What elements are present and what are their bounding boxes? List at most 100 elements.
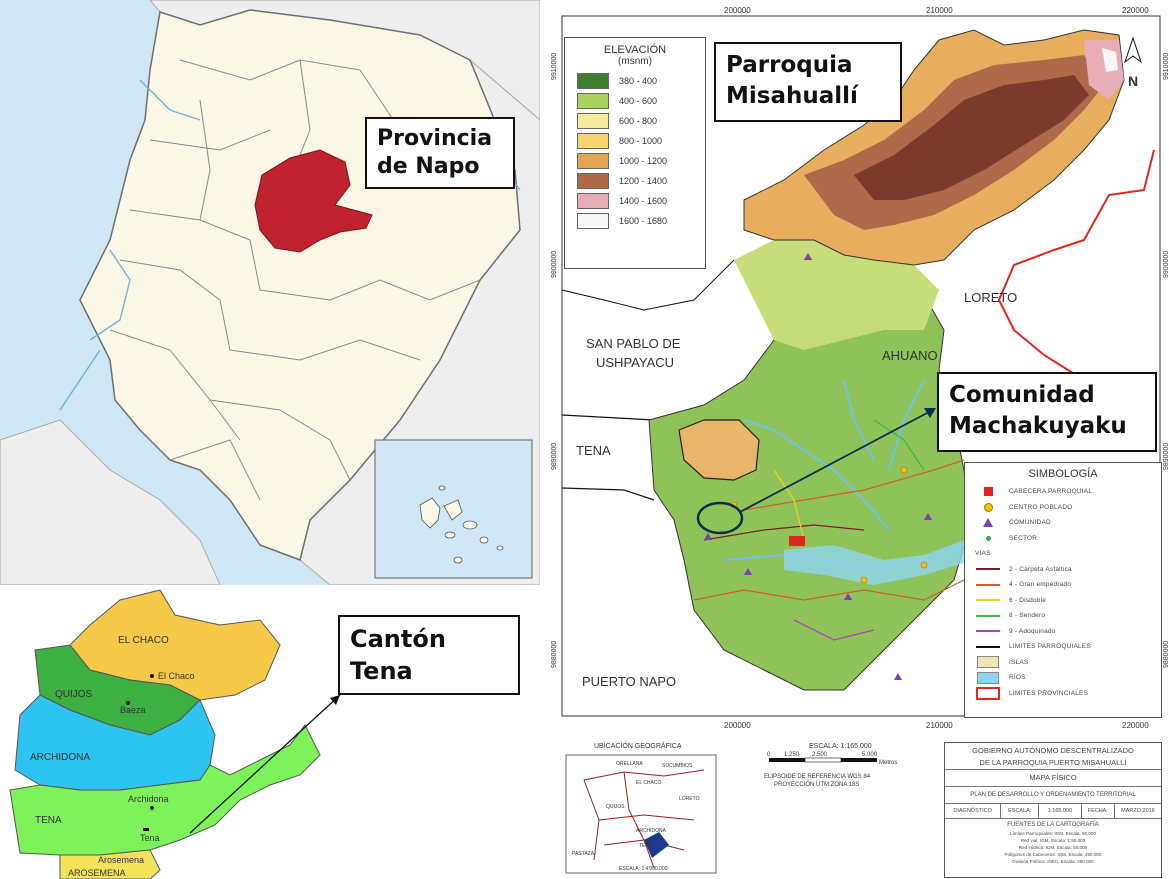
simbologia-title: SIMBOLOGÍA (1028, 468, 1098, 480)
misahualli-map-panel: 200000 210000 220000 200000 210000 22000… (544, 0, 1169, 879)
title-gov-line2: DE LA PARROQUIA PUERTO MISAHUALLÍ (979, 758, 1127, 767)
callout-provincia-de-napo: Provincia de Napo (365, 117, 515, 189)
label-puerto-napo: PUERTO NAPO (582, 674, 676, 689)
grid-top-2: 210000 (926, 6, 953, 15)
grid-top-1: 200000 (724, 6, 751, 15)
machakuyaku-ellipse (696, 501, 744, 535)
simbologia-item: RÍOS (965, 670, 1161, 686)
inset-title: UBICACIÓN GEOGRÁFICA (594, 741, 682, 750)
town-arosemena: Arosemena (98, 855, 144, 865)
town-archidona: Archidona (128, 794, 169, 804)
ecuador-map (0, 0, 540, 585)
simbologia-symbol (975, 686, 1001, 700)
scale-unit: Metros (879, 760, 897, 766)
town-tena: Tena (140, 833, 160, 843)
grid-right-1: 9910000 (1163, 53, 1169, 80)
ecuador-map-panel: Provincia de Napo (0, 0, 540, 585)
simbologia-item: 2 - Carpeta Asfáltica (965, 562, 1161, 578)
simbologia-symbol (975, 625, 1001, 637)
simbologia-symbol (975, 594, 1001, 606)
simbologia-item: CENTRO POBLADO (965, 500, 1161, 516)
datum-line2: PROYECCIÓN UTM ZONA 18S (774, 781, 859, 788)
simbologia-symbol (975, 517, 1001, 529)
sources-list: Límites Parroquiales: IGM, Escala: 50.00… (945, 830, 1161, 865)
simbologia-symbol (975, 563, 1001, 575)
inset-loreto: LORETO (679, 796, 700, 802)
title-escala-value: 1:165.000 (1039, 804, 1082, 818)
title-plan: PLAN DE DESARROLLO Y ORDENAMIENTO TERRIT… (945, 787, 1161, 804)
simbologia-label: CENTRO POBLADO (1009, 503, 1073, 511)
source-line: Límites Parroquiales: IGM, Escala: 50.00… (1009, 831, 1097, 836)
elevation-legend-item: 380 - 400 (565, 71, 705, 91)
simbologia-item: 6 - Disdoble (965, 593, 1161, 609)
simbologia-item: 8 - Sendero (965, 608, 1161, 624)
label-arosemena-canton: AROSEMENA (68, 868, 126, 878)
datum-line1: ELIPSOIDE DE REFERENCIA WGS 84 (764, 774, 871, 780)
elevation-swatch (577, 113, 609, 129)
source-line: Red vial: IGM, Escala: 1:50.000 (1020, 838, 1086, 843)
grid-left-1: 9910000 (551, 53, 558, 80)
elevation-legend-item: 400 - 600 (565, 91, 705, 111)
title-escala-label: ESCALA: (1001, 804, 1040, 818)
elevation-legend-item: 1000 - 1200 (565, 151, 705, 171)
elevation-swatch (577, 213, 609, 229)
elevation-label: 400 - 600 (619, 96, 658, 106)
simbologia-item: LIMITES PARROQUIALES (965, 639, 1161, 655)
elevation-swatch (577, 133, 609, 149)
simbologia-label: ISLAS (1009, 658, 1029, 666)
elevation-label: 1400 - 1600 (619, 196, 668, 206)
grid-bottom-2: 210000 (926, 721, 953, 730)
simbologia-symbol (975, 656, 1001, 669)
simbologia-label: 6 - Disdoble (1009, 596, 1047, 604)
label-tena: TENA (576, 443, 611, 458)
grid-bottom-1: 200000 (724, 721, 751, 730)
elevation-swatch (577, 93, 609, 109)
grid-left-2: 9900000 (551, 251, 558, 278)
scale-tick-2: 2.500 (812, 752, 828, 758)
title-gov-line1: GOBIERNO AUTÓNOMO DESCENTRALIZADO (972, 746, 1134, 755)
simbologia-label: 4 - Gran empedrado (1009, 581, 1072, 589)
title-block: GOBIERNO AUTÓNOMO DESCENTRALIZADO DE LA … (944, 742, 1162, 878)
north-arrow: N (1124, 36, 1142, 89)
simbologia-item: SECTOR (965, 531, 1161, 547)
simbologia-item: VIAS (965, 546, 1161, 562)
simbologia-label: 8 - Sendero (1009, 612, 1046, 620)
napo-province-highlight (254, 149, 373, 253)
simbologia-symbol (975, 641, 1001, 653)
grid-right-3: 9890000 (1163, 443, 1169, 470)
simbologia-symbol (975, 501, 1001, 513)
callout-provincia-line1: Provincia (377, 126, 493, 151)
simbologia-item: LIMITES PROVINCIALES (965, 686, 1161, 702)
scale-tick-1: 1.250 (784, 752, 800, 758)
simbologia-item: CABECERA PARROQUIAL (965, 484, 1161, 500)
label-archidona: ARCHIDONA (30, 752, 90, 763)
scale-title: ESCALA: 1:165.000 (809, 743, 872, 750)
title-meta-row: DIAGNÓSTICO ESCALA: 1:165.000 FECHA: MAR… (945, 804, 1161, 819)
inset-scale: ESCALA: 1:4'000.000 (619, 866, 668, 872)
callout-comunidad-line1: Comunidad (949, 382, 1095, 408)
simbologia-label: VIAS (975, 550, 991, 558)
grid-bottom-3: 220000 (1122, 721, 1149, 730)
source-line: División Política: INEC, Escala: 250.000 (1012, 859, 1094, 864)
inset-orellana: ORELLANA (616, 761, 643, 767)
elevation-unit: (msnm) (618, 56, 652, 67)
elevation-swatch (577, 153, 609, 169)
callout-canton-line1: Cantón (350, 625, 446, 653)
simbologia-legend: SIMBOLOGÍA CABECERA PARROQUIAL CENTRO POB… (964, 462, 1162, 718)
inset-pastaza: PASTAZA (572, 851, 595, 857)
callout-parroquia-line2: Misahuallí (726, 83, 858, 109)
callout-parroquia-misahualli: Parroquia Misahuallí (714, 42, 902, 122)
simbologia-label: COMUNIDAD (1009, 519, 1051, 527)
callout-comunidad-line2: Machakuyaku (949, 413, 1127, 439)
elevation-legend-item: 1600 - 1680 (565, 211, 705, 231)
grid-top-3: 220000 (1122, 6, 1149, 15)
inset-archidona: ARCHIDONA (636, 828, 667, 834)
title-gov: GOBIERNO AUTÓNOMO DESCENTRALIZADO DE LA … (945, 743, 1161, 770)
elevation-label: 600 - 800 (619, 116, 658, 126)
elevation-legend-item: 800 - 1000 (565, 131, 705, 151)
callout-comunidad-machakuyaku: Comunidad Machakuyaku (937, 372, 1157, 452)
scale-tick-0: 0 (767, 752, 771, 758)
title-fecha-value: MARZO 2016 (1121, 808, 1155, 814)
napo-cantons-panel: EL CHACO QUIJOS ARCHIDONA TENA AROSEMENA… (0, 585, 540, 879)
grid-left-3: 9890000 (551, 443, 558, 470)
